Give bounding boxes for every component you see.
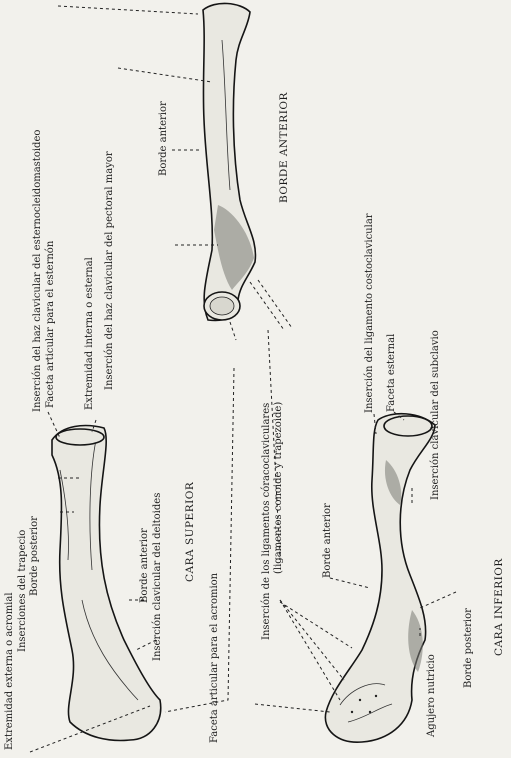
label-inserciones-trapecio: Inserciones del trapecio	[17, 530, 28, 652]
caption-cara-inferior: CARA INFERIOR	[494, 558, 505, 656]
label-faceta-esternon: Faceta articular para el esternón	[45, 241, 56, 408]
label-insercion-subclavio: Inserción clavicular del subclavio	[430, 330, 441, 500]
label-coracoclaviculares: Inserción de los ligamentos córacoclavic…	[261, 403, 272, 640]
label-coracoclaviculares-sub: (ligamentos conoide y trapezoide)	[273, 402, 284, 574]
label-insercion-deltoides: Inserción clavicular del deltoides	[152, 493, 163, 661]
clavicle-inferior-view	[325, 414, 435, 743]
label-insercion-costoclavicular: Inserción del ligamento costoclavicular	[364, 213, 375, 413]
label-extremidad-interna: Extremidad interna o esternal	[84, 257, 95, 410]
label-faceta-acromion: Faceta articular para el acromion	[209, 573, 220, 743]
label-borde-posterior-superior: Borde posterior	[29, 516, 40, 596]
label-insercion-pectoral: Inserción del haz clavicular del pectora…	[104, 151, 115, 390]
label-borde-posterior-inferior: Borde posterior	[463, 608, 474, 688]
label-agujero-nutricio: Agujero nutricio	[426, 654, 437, 737]
clavicle-anterior-view	[203, 3, 255, 320]
label-insercion-esternocleidomastoideo: Inserción del haz clavicular del esterno…	[32, 130, 43, 412]
caption-cara-superior: CARA SUPERIOR	[185, 482, 196, 582]
label-borde-anterior-superior: Borde anterior	[139, 528, 150, 603]
caption-borde-anterior: BORDE ANTERIOR	[279, 92, 290, 203]
label-borde-anterior-inferior: Borde anterior	[322, 503, 333, 578]
label-faceta-esternal: Faceta esternal	[386, 334, 397, 412]
label-extremidad-externa: Extremidad externa o acromial	[4, 592, 15, 750]
label-borde-anterior-top: Borde anterior	[158, 101, 169, 176]
